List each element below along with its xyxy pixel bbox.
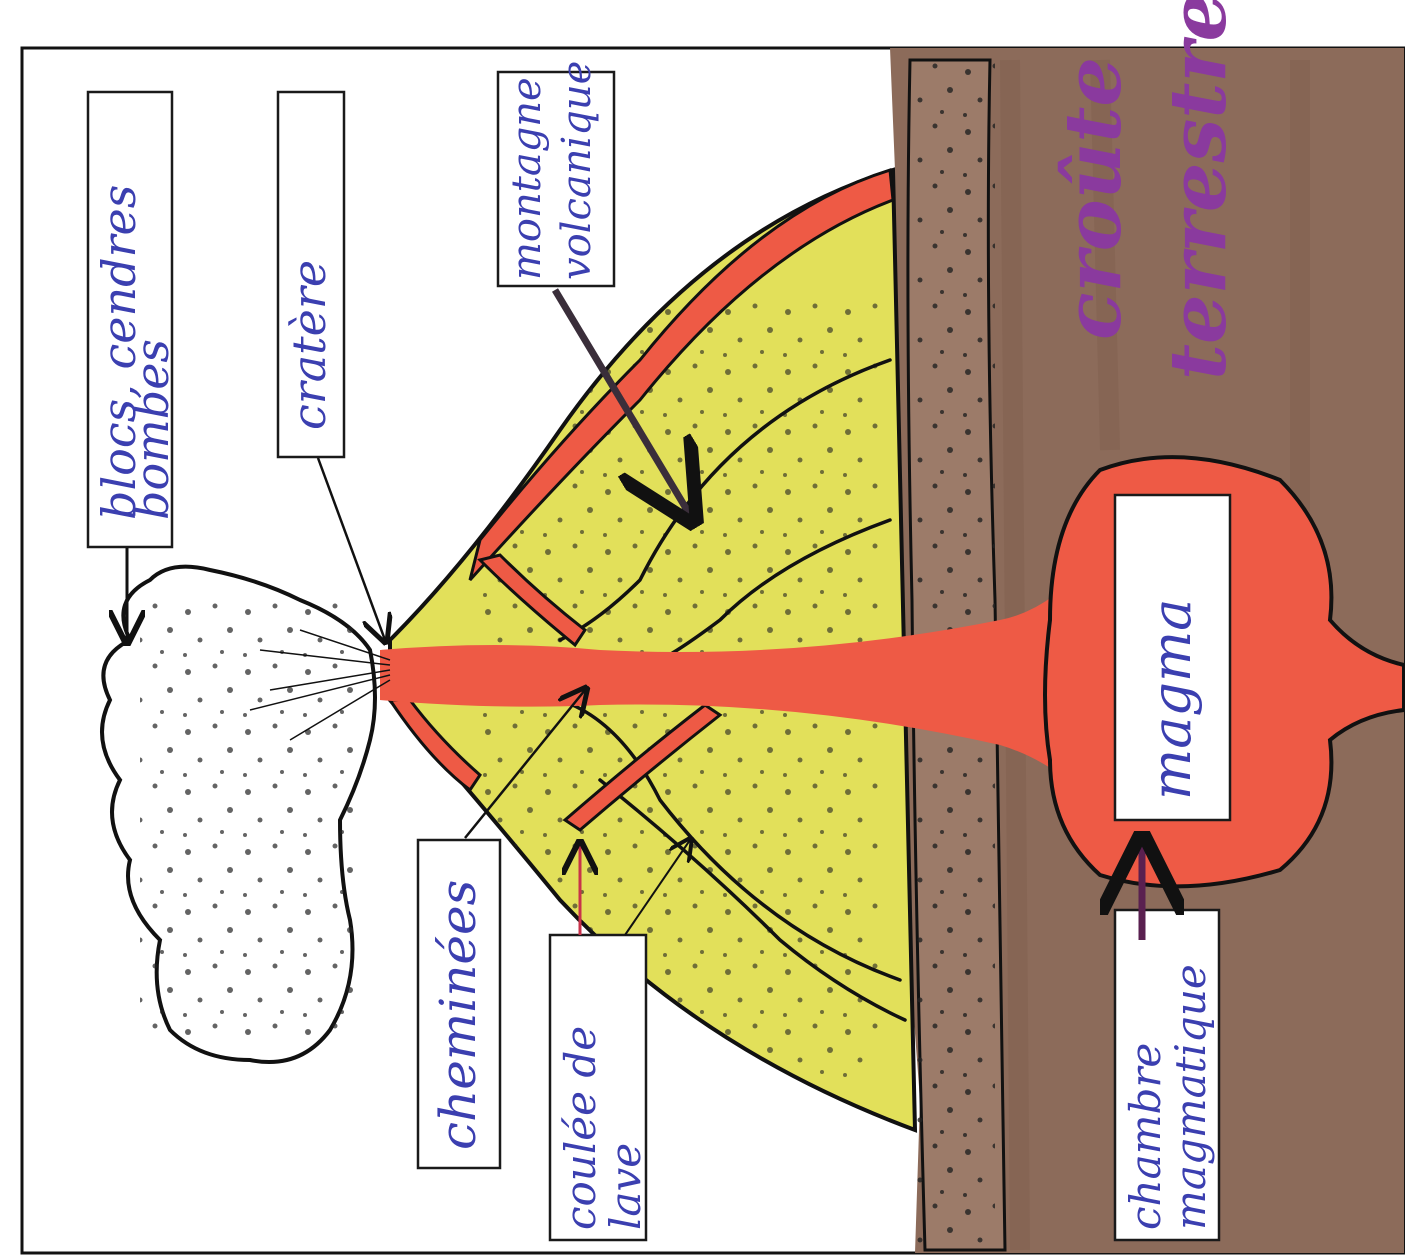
label-chambre-line1: chambre bbox=[1121, 1043, 1170, 1230]
label-cratere: cratère bbox=[278, 92, 344, 457]
label-chambre: chambre magmatique bbox=[1115, 910, 1219, 1240]
label-coulee-line2: lave bbox=[601, 1143, 650, 1230]
label-montagne-line2: volcanique bbox=[554, 61, 600, 280]
label-coulee-line1: coulée de bbox=[556, 1026, 605, 1230]
label-blocs-line2: bombes bbox=[125, 339, 179, 520]
label-blocs: blocs, cendres bombes bbox=[88, 92, 179, 547]
label-cheminees-line1: cheminées bbox=[429, 880, 487, 1150]
label-cratere-line1: cratère bbox=[282, 260, 336, 430]
label-coulee: coulée de lave bbox=[550, 935, 650, 1240]
label-magma: magma bbox=[1115, 495, 1230, 820]
label-cheminees: cheminées bbox=[418, 840, 500, 1168]
label-chambre-line2: magmatique bbox=[1166, 964, 1215, 1230]
label-montagne-line1: montagne bbox=[504, 77, 550, 280]
crust-title-line2: terrestre bbox=[1153, 0, 1244, 380]
label-magma-line1: magma bbox=[1140, 599, 1203, 800]
crust-title-line1: croûte bbox=[1048, 57, 1139, 340]
label-montagne: montagne volcanique bbox=[498, 61, 614, 286]
cloud-speckle bbox=[140, 600, 360, 1040]
